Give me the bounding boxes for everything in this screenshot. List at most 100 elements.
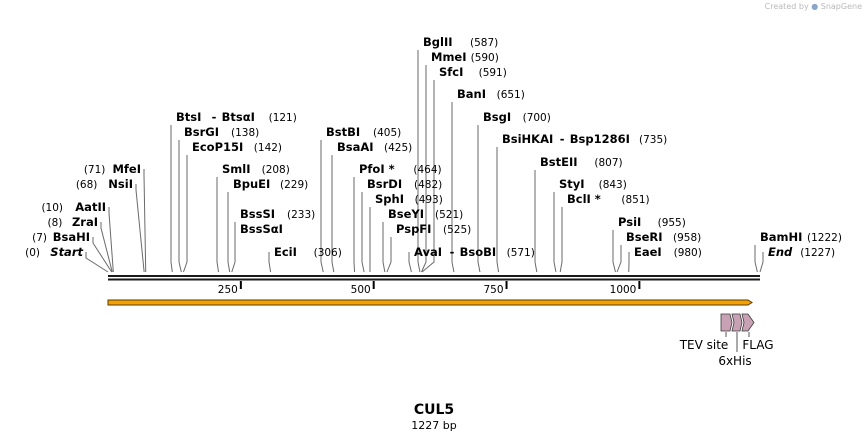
site-aatii[interactable]: (10)AatII xyxy=(41,200,106,214)
site-bseri[interactable]: BseRI(958) xyxy=(626,230,701,244)
map-length: 1227 bp xyxy=(411,419,457,432)
site-name-aatii: AatII xyxy=(75,200,106,214)
site-ecop15i[interactable]: EcoP15I(142) xyxy=(192,140,282,154)
site-name-bsaai: BsaAI xyxy=(337,140,374,154)
site-position-end: (1227) xyxy=(800,247,835,259)
site-avai[interactable]: AvaI-BsoBI(571) xyxy=(414,245,535,259)
site-name-bsrgi: BsrGI xyxy=(184,125,219,139)
site-bsteii[interactable]: BstEII (807) xyxy=(540,155,623,169)
site-mfei[interactable]: (71)MfeI xyxy=(84,162,141,176)
site-sfci[interactable]: SfcI(591) xyxy=(439,65,507,79)
site-name-avai: AvaI xyxy=(414,245,442,259)
site-bsss-i[interactable]: BssSαI xyxy=(240,222,283,236)
site-end[interactable]: End(1227) xyxy=(768,245,835,259)
leader-aatii xyxy=(108,207,114,273)
site-name-pspfi: PspFI xyxy=(396,222,431,236)
leader-sfci xyxy=(421,80,435,273)
site-position-bamhi: (1222) xyxy=(807,232,842,244)
orf-arrow[interactable] xyxy=(107,299,753,306)
feature-tev-site[interactable] xyxy=(720,313,733,332)
credit-prefix: Created by xyxy=(764,2,809,11)
site-name-bsssi: BssSI xyxy=(240,207,275,221)
site-position-eaei: (980) xyxy=(674,247,702,259)
site-name-nsii: NsiI xyxy=(108,177,133,191)
site-name-bsrdi: BsrDI xyxy=(367,177,402,191)
site-name-sfci: SfcI xyxy=(439,65,463,79)
site-name-mfei: MfeI xyxy=(112,162,141,176)
site-bseyi[interactable]: BseYI(521) xyxy=(388,207,463,221)
snapgene-credit: Created by ● SnapGene xyxy=(765,2,862,11)
site-pfoi[interactable]: PfoI * (464) xyxy=(359,162,442,176)
site-name-bsss-i: BssSαI xyxy=(240,222,283,236)
site-mmei[interactable]: MmeI(590) xyxy=(431,50,499,64)
leader-mfei xyxy=(143,169,147,273)
feature-6xhis[interactable] xyxy=(731,313,743,332)
site-ecii[interactable]: EciI(306) xyxy=(274,245,342,259)
site-bpuei[interactable]: BpuEI(229) xyxy=(233,177,308,191)
site-position-bsahi: (7) xyxy=(32,232,47,244)
site-position-nsii: (68) xyxy=(76,179,98,191)
site-position-zrai: (8) xyxy=(48,217,63,229)
site-leader-lines xyxy=(85,50,764,273)
site-isoschizomer-dash: - xyxy=(450,245,455,259)
site-bstbi[interactable]: BstBI(405) xyxy=(326,125,401,139)
leader-bsahi xyxy=(92,237,113,273)
site-position-pspfi: (525) xyxy=(443,224,471,236)
site-position-smli: (208) xyxy=(262,164,290,176)
site-bsihkai[interactable]: BsiHKAI-Bsp1286I(735) xyxy=(502,132,667,146)
feature-flag[interactable] xyxy=(741,313,755,332)
site-smli[interactable]: SmlI(208) xyxy=(222,162,290,176)
site-nsii[interactable]: (68) NsiI xyxy=(76,177,133,191)
site-btsi[interactable]: BtsI-BtsαI(121) xyxy=(176,110,297,124)
site-position-pfoi: (464) xyxy=(413,164,441,176)
site-name-bsteii: BstEII xyxy=(540,155,578,169)
leader-smli xyxy=(216,177,220,273)
site-bsgi[interactable]: BsgI(700) xyxy=(483,110,551,124)
site-bsrgi[interactable]: BsrGI(138) xyxy=(184,125,259,139)
site-name-bamhi: BamHI xyxy=(760,230,802,244)
site-name-pfoi: PfoI * xyxy=(359,162,395,176)
site-bsssi[interactable]: BssSI(233) xyxy=(240,207,315,221)
site-sphi[interactable]: SphI(493) xyxy=(375,192,443,206)
leader-pfoi xyxy=(353,177,356,273)
ruler-tick-label-250: 250 xyxy=(218,284,238,296)
site-pspfi[interactable]: PspFI (525) xyxy=(396,222,471,236)
site-bcli[interactable]: BclI *(851) xyxy=(567,192,650,206)
site-name-bglii: BglII xyxy=(423,35,453,49)
site-position-bcli: (851) xyxy=(621,194,649,206)
site-bglii[interactable]: BglII(587) xyxy=(423,35,498,49)
leader-start xyxy=(85,252,109,273)
leader-btsi xyxy=(170,125,173,273)
site-isoschizomer-dash: - xyxy=(212,110,217,124)
credit-brand: SnapGene xyxy=(820,2,862,11)
feature-label-tev-site: TEV site xyxy=(679,338,729,352)
site-bani[interactable]: BanI(651) xyxy=(457,87,525,101)
leader-psii xyxy=(612,230,616,273)
site-start[interactable]: (0)Start xyxy=(25,245,83,259)
site-bsaai[interactable]: BsaAI (425) xyxy=(337,140,412,154)
snapgene-logo-icon: ● xyxy=(811,2,819,11)
site-position-bsteii: (807) xyxy=(594,157,622,169)
site-name-mmei: MmeI xyxy=(431,50,467,64)
site-psii[interactable]: PsiI (955) xyxy=(618,215,686,229)
site-position-avai: (571) xyxy=(507,247,535,259)
site-name-sphi: SphI xyxy=(375,192,404,206)
site-position-bsaai: (425) xyxy=(384,142,412,154)
site-styi[interactable]: StyI(843) xyxy=(559,177,627,191)
leader-bsssi xyxy=(231,222,236,273)
site-name-psii: PsiI xyxy=(618,215,641,229)
site-bsrdi[interactable]: BsrDI(482) xyxy=(367,177,442,191)
site-position-btsi: (121) xyxy=(269,112,297,124)
site-position-psii: (955) xyxy=(658,217,686,229)
site-eaei[interactable]: EaeI(980) xyxy=(634,245,702,259)
site-position-bsihkai: (735) xyxy=(639,134,667,146)
leader-avai xyxy=(408,252,412,273)
site-zrai[interactable]: (8)ZraI xyxy=(48,215,98,229)
leader-bsaai xyxy=(331,155,335,273)
site-name-bani: BanI xyxy=(457,87,486,101)
leader-nsii xyxy=(135,184,145,273)
site-bamhi[interactable]: BamHI (1222) xyxy=(760,230,842,244)
site-name2-bsihkai: Bsp1286I xyxy=(570,132,630,146)
site-bsahi[interactable]: (7)BsaHI xyxy=(32,230,90,244)
